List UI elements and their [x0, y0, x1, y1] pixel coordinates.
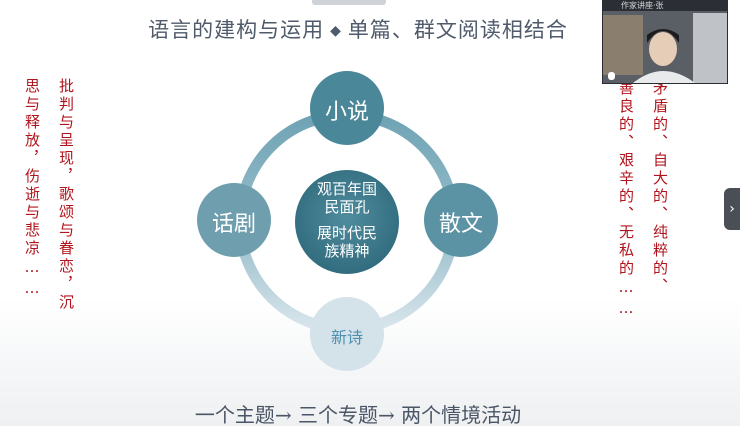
node-bottom-circle [310, 297, 384, 371]
top-tab [312, 0, 386, 5]
footer-text: 一个主题→ 三个专题→ 两个情境活动 [194, 403, 522, 427]
chevron-right-icon[interactable]: › [724, 188, 740, 230]
node-top-circle [310, 71, 384, 145]
center-line-2: 民面孔 [324, 198, 370, 216]
participant-video [603, 11, 727, 83]
node-top-label: 小说 [324, 100, 369, 125]
title-part2: 单篇、群文阅读相结合 [347, 18, 568, 42]
center-line-4: 族精神 [324, 242, 370, 260]
diamond-icon: ◆ [330, 23, 342, 39]
center-line-3: 展时代民 [316, 224, 377, 242]
left-text-column-2: 批判与呈现，歌颂与眷恋，沉 [57, 78, 75, 312]
video-name-label: 作家讲座·张 [603, 1, 727, 11]
center-text: 观百年国 民面孔 展时代民 族精神 [297, 180, 397, 260]
video-thumbnail[interactable]: 作家讲座·张 [602, 0, 728, 84]
node-bottom-label: 新诗 [330, 328, 363, 347]
node-left-label: 话剧 [211, 212, 256, 237]
right-text-column-2: 矛盾的、自大的、纯粹的、 [651, 80, 669, 296]
microphone-icon[interactable] [608, 72, 615, 80]
node-left-circle [197, 183, 271, 257]
node-right-label: 散文 [438, 212, 483, 237]
slide-title: 语言的建构与运用 ◆ 单篇、群文阅读相结合 [0, 14, 716, 44]
center-line-1: 观百年国 [316, 180, 377, 198]
center-circle [295, 170, 399, 274]
right-text-column-1: 善良的、艰辛的、无私的…… [617, 80, 635, 320]
title-part1: 语言的建构与运用 [148, 18, 325, 42]
node-right-circle [424, 183, 498, 257]
left-text-column-1: 思与释放，伤逝与悲凉…… [23, 78, 41, 300]
